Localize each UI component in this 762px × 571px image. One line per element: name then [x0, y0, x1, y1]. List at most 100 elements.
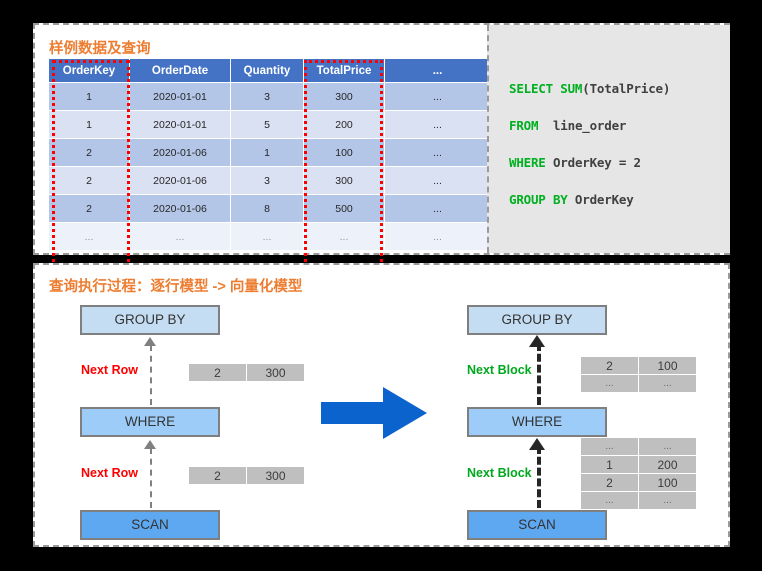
cell-quantity: 5 — [230, 110, 304, 139]
right-operator-groupby[interactable]: GROUP BY — [467, 305, 607, 335]
sql-text-select: (TotalPrice) — [582, 81, 671, 96]
data-row: 2 300 — [188, 363, 305, 382]
right-operator-scan[interactable]: SCAN — [467, 510, 607, 540]
cell-totalprice: 200 — [303, 110, 385, 139]
left-data-strip-lower: 2 300 — [188, 466, 305, 485]
cell-quantity: 3 — [230, 82, 304, 111]
left-operator-groupby[interactable]: GROUP BY — [80, 305, 220, 335]
data-cell-value: ... — [638, 437, 697, 456]
arrow-stem — [537, 446, 541, 508]
column-header-orderdate: OrderDate — [129, 58, 231, 83]
data-cell-value: 200 — [638, 455, 697, 474]
left-operator-scan[interactable]: SCAN — [80, 510, 220, 540]
arrow-head-icon — [529, 438, 545, 450]
table-row: ... ... ... ... ... — [48, 222, 491, 251]
column-header-orderkey: OrderKey — [48, 58, 130, 83]
data-row: 2 300 — [188, 466, 305, 485]
cell-more: ... — [384, 222, 491, 251]
arrow-stem — [150, 345, 152, 405]
cell-totalprice: ... — [303, 222, 385, 251]
arrow-head-icon — [144, 440, 156, 449]
sample-data-table: OrderKey OrderDate Quantity TotalPrice .… — [48, 58, 491, 251]
sql-line-from: FROM line_order — [509, 118, 626, 133]
sql-keyword-groupby: GROUP BY — [509, 192, 568, 207]
arrow-stem — [150, 448, 152, 508]
sql-line-groupby: GROUP BY OrderKey — [509, 192, 634, 207]
right-data-block-upper: 2 100 ... ... — [580, 356, 697, 393]
cell-orderdate: 2020-01-06 — [129, 166, 231, 195]
execution-flow-title: 查询执行过程：逐行模型 -> 向量化模型 — [49, 279, 303, 295]
data-cell-value: 100 — [638, 473, 697, 492]
cell-orderdate: 2020-01-01 — [129, 110, 231, 139]
arrow-head-icon — [144, 337, 156, 346]
cell-orderdate: ... — [129, 222, 231, 251]
right-edge-label-lower: Next Block — [467, 466, 532, 480]
cell-more: ... — [384, 194, 491, 223]
cell-quantity: ... — [230, 222, 304, 251]
cell-orderkey: 2 — [48, 194, 130, 223]
table-row: 2 2020-01-06 1 100 ... — [48, 138, 491, 167]
cell-orderkey: 1 — [48, 110, 130, 139]
data-cell-key: 2 — [580, 473, 639, 492]
cell-more: ... — [384, 166, 491, 195]
data-cell-key: 2 — [188, 466, 247, 485]
cell-totalprice: 100 — [303, 138, 385, 167]
right-operator-where[interactable]: WHERE — [467, 407, 607, 437]
column-header-more: ... — [384, 58, 491, 83]
sql-text-from: line_order — [538, 118, 627, 133]
data-cell-key: 2 — [188, 363, 247, 382]
table-row: 2 2020-01-06 8 500 ... — [48, 194, 491, 223]
left-edge-label-lower: Next Row — [81, 466, 138, 480]
cell-totalprice: 500 — [303, 194, 385, 223]
left-edge-label-upper: Next Row — [81, 363, 138, 377]
sql-line-where: WHERE OrderKey = 2 — [509, 155, 641, 170]
sql-text-where: OrderKey = 2 — [545, 155, 641, 170]
cell-quantity: 3 — [230, 166, 304, 195]
sql-keyword-where: WHERE — [509, 155, 546, 170]
execution-flow-panel: 查询执行过程：逐行模型 -> 向量化模型 GROUP BY WHERE SCAN… — [33, 263, 730, 547]
data-cell-key: ... — [580, 374, 639, 393]
cell-orderkey: 1 — [48, 82, 130, 111]
table-row: 1 2020-01-01 5 200 ... — [48, 110, 491, 139]
cell-orderdate: 2020-01-06 — [129, 194, 231, 223]
arrow-stem — [537, 343, 541, 405]
data-row: 2 100 — [580, 473, 697, 492]
column-header-quantity: Quantity — [230, 58, 304, 83]
table-row: 1 2020-01-01 3 300 ... — [48, 82, 491, 111]
data-row: ... ... — [580, 491, 697, 510]
sql-keyword-select: SELECT SUM — [509, 81, 583, 96]
data-cell-value: 300 — [246, 466, 305, 485]
sql-text-groupby: OrderKey — [567, 192, 634, 207]
data-cell-key: 1 — [580, 455, 639, 474]
cell-totalprice: 300 — [303, 82, 385, 111]
cell-more: ... — [384, 82, 491, 111]
cell-orderkey: 2 — [48, 138, 130, 167]
data-row: ... ... — [580, 437, 697, 456]
data-row: 1 200 — [580, 455, 697, 474]
cell-orderdate: 2020-01-06 — [129, 138, 231, 167]
data-row: ... ... — [580, 374, 697, 393]
arrow-head-icon — [529, 335, 545, 347]
cell-more: ... — [384, 110, 491, 139]
sample-data-panel: 样例数据及查询 OrderKey OrderDate Quantity Tota… — [33, 23, 730, 275]
cell-quantity: 1 — [230, 138, 304, 167]
data-cell-value: 100 — [638, 356, 697, 375]
right-edge-label-upper: Next Block — [467, 363, 532, 377]
data-row: 2 100 — [580, 356, 697, 375]
table-header-row: OrderKey OrderDate Quantity TotalPrice .… — [48, 58, 491, 83]
data-cell-value: ... — [638, 374, 697, 393]
data-cell-value: ... — [638, 491, 697, 510]
cell-totalprice: 300 — [303, 166, 385, 195]
transition-arrow-icon — [321, 387, 427, 439]
cell-quantity: 8 — [230, 194, 304, 223]
cell-orderkey: ... — [48, 222, 130, 251]
data-cell-key: 2 — [580, 356, 639, 375]
sql-query-panel: SELECT SUM(TotalPrice) FROM line_order W… — [487, 25, 730, 253]
cell-more: ... — [384, 138, 491, 167]
left-operator-where[interactable]: WHERE — [80, 407, 220, 437]
data-cell-value: 300 — [246, 363, 305, 382]
right-data-block-lower: ... ... 1 200 2 100 ... ... — [580, 437, 697, 510]
cell-orderkey: 2 — [48, 166, 130, 195]
sql-line-select: SELECT SUM(TotalPrice) — [509, 81, 670, 96]
